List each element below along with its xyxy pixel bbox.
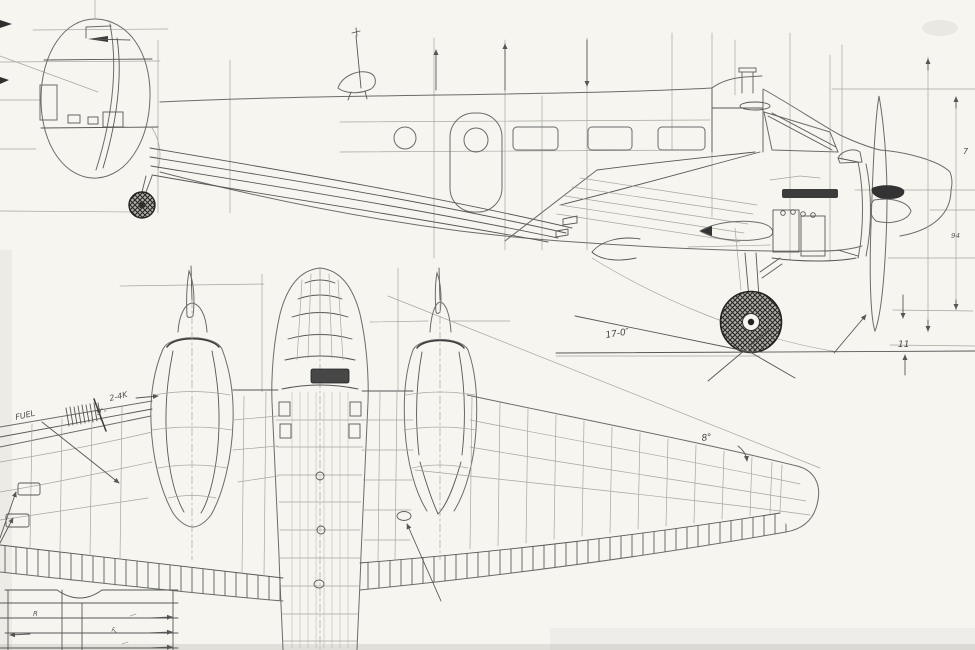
spinner-plan <box>177 302 208 333</box>
prop-clearance-label: 11 <box>898 340 909 350</box>
spinner <box>870 198 912 224</box>
cabin-door <box>449 112 503 213</box>
cabin-windows <box>393 112 706 213</box>
side-view: 17-0″ 11 7 94 <box>0 0 975 382</box>
plan-view: FUEL 9'- 2-4K 8° R 7' <box>0 265 821 650</box>
flap-rib-band <box>0 545 283 601</box>
prop-pointer-arrow <box>833 314 867 354</box>
carb-scoop <box>837 149 863 164</box>
fuel-label: FUEL <box>14 409 35 422</box>
main-landing-gear <box>719 227 783 354</box>
right-engine-nacelle <box>403 267 478 561</box>
grid-mark-r: R <box>33 610 38 618</box>
window <box>512 126 559 151</box>
sweep-angle-label: 8° <box>701 433 713 444</box>
left-wing-plan <box>0 391 284 602</box>
wing-side <box>504 151 839 353</box>
engine-nacelle-side <box>769 149 871 262</box>
propeller-blade <box>869 95 888 333</box>
cockpit-window <box>763 111 839 153</box>
fuel-cap-oval <box>396 511 412 521</box>
edge-mark <box>0 77 9 84</box>
fuel-filler-cap <box>17 482 41 496</box>
station-dim-label: 9'- <box>95 406 107 417</box>
porthole-window <box>393 126 417 150</box>
roof-antenna <box>337 27 376 101</box>
propeller-side <box>869 95 912 333</box>
measure-ticks <box>65 402 102 427</box>
right-wing-plan <box>232 389 820 602</box>
dimension-grid <box>0 589 179 650</box>
propeller-hub <box>871 185 905 200</box>
grid-mark-seven: 7' <box>110 626 120 635</box>
plus-mark <box>351 27 361 37</box>
fuel-arrow <box>41 421 120 484</box>
fuel-cap-arrow <box>406 523 442 602</box>
fuselage-hatch <box>315 471 325 481</box>
fuselage-side <box>159 67 953 252</box>
cabin-vent-stack <box>738 67 757 94</box>
nacelle-dim-arrow <box>135 393 159 399</box>
window <box>587 126 633 151</box>
flap-fairing <box>699 220 774 241</box>
gear-dimension-label: 17-0″ <box>605 327 631 341</box>
door-window <box>463 127 489 153</box>
sweep-angle-arc <box>737 445 749 462</box>
span-dim-label: 2-4K <box>108 390 129 403</box>
margin-dim-lower: 94 <box>951 232 960 240</box>
left-engine-nacelle <box>150 265 234 561</box>
construction-lines <box>0 0 975 347</box>
vertical-stabilizer <box>39 18 161 179</box>
margin-dim-upper: 7 <box>963 147 969 156</box>
dimension-lines <box>433 39 975 382</box>
flap-rib-band <box>360 513 790 590</box>
window <box>657 126 706 151</box>
glare-panel <box>310 368 350 384</box>
horizontal-stabilizer <box>149 147 573 243</box>
edge-mark <box>0 20 12 28</box>
tail-wheel <box>128 175 156 219</box>
exhaust-collector <box>782 189 838 198</box>
propeller-blade-plan <box>186 269 195 318</box>
